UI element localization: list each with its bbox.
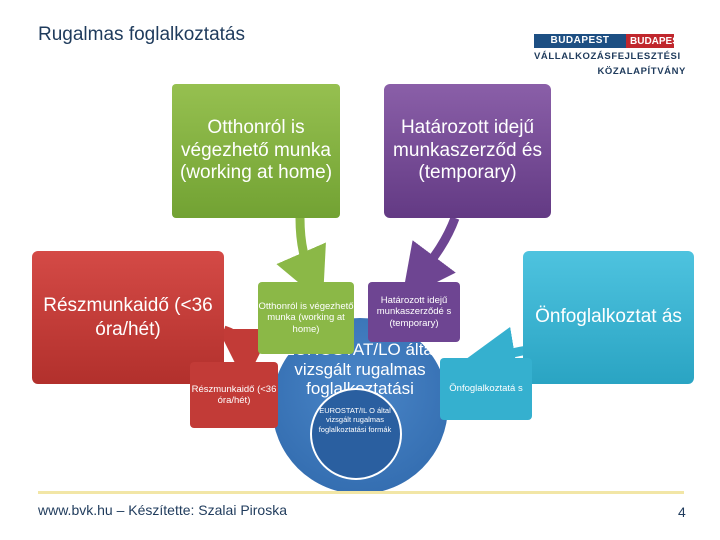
- small-box-working-at-home: Otthonról is végezhető munka (working at…: [258, 282, 354, 354]
- footer-credit: www.bvk.hu – Készítette: Szalai Piroska: [38, 502, 287, 518]
- logo-brand-mark: BUDAPEST: [534, 34, 626, 48]
- small-box-part-time: Részmunkaidő (<36 óra/hét): [190, 362, 278, 428]
- logo-line-2: VÁLLALKOZÁSFEJLESZTÉSI: [534, 51, 681, 62]
- arrow-home: [276, 217, 326, 303]
- logo-line-3: KÖZALAPÍTVÁNY: [597, 66, 686, 77]
- small-box-temporary-contract: Határozott idejű munkaszerződé s (tempor…: [368, 282, 460, 342]
- box-temporary-contract: Határozott idejű munkaszerződ és (tempor…: [384, 84, 551, 218]
- box-self-employment: Önfoglalkoztat ás: [523, 251, 694, 384]
- inner-circle: [310, 388, 402, 480]
- box-working-at-home: Otthonról is végezhető munka (working at…: [172, 84, 340, 218]
- arrow-temporary: [401, 216, 460, 300]
- page-title: Rugalmas foglalkoztatás: [38, 24, 245, 45]
- foundation-logo: BUDAPEST BUDAPESTI VÁLLALKOZÁSFEJLESZTÉS…: [534, 34, 688, 80]
- footer-divider: [38, 491, 684, 494]
- small-box-self-employment: Önfoglalkoztatá s: [440, 358, 532, 420]
- inner-circle-label: EUROSTAT/IL O által vizsgált rugalmas fo…: [318, 406, 392, 434]
- arrow-part-time: [217, 325, 272, 383]
- logo-line-1: BUDAPESTI: [630, 36, 688, 47]
- logo-accent: [626, 34, 674, 48]
- box-part-time: Részmunkaidő (<36 óra/hét): [32, 251, 224, 384]
- page-number: 4: [678, 504, 686, 520]
- arrow-self-employed: [461, 326, 529, 381]
